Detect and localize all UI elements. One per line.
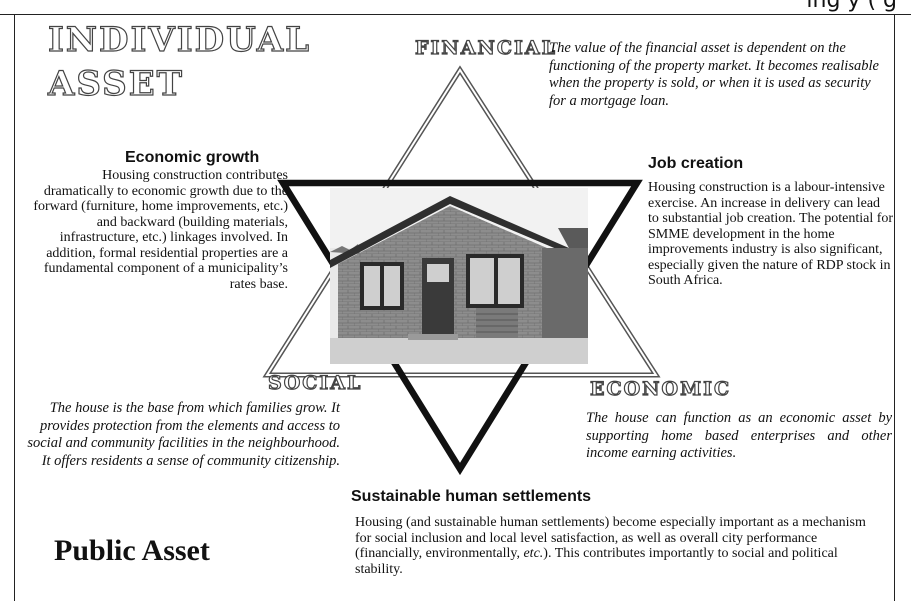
sustainable-settlements-heading: Sustainable human settlements <box>351 488 592 505</box>
right-frame-line <box>894 14 895 601</box>
individual-asset-title: INDIVIDUAL ASSET <box>47 18 312 106</box>
individual-asset-line-2: ASSET <box>47 63 184 104</box>
economic-growth-description: Housing construction contributes dramati… <box>33 168 288 292</box>
financial-description: The value of the financial asset is depe… <box>549 40 879 109</box>
financial-label: FINANCIAL <box>414 36 557 59</box>
economic-description: The house can function as an economic as… <box>586 410 892 461</box>
economic-label: ECONOMIC <box>589 377 732 400</box>
left-frame-line <box>14 14 15 601</box>
settlements-text-etc: etc. <box>523 546 544 561</box>
sustainable-settlements-description: Housing (and sustainable human settlemen… <box>355 515 875 577</box>
settlements-text-part-1: Housing (and sustainable human settlemen… <box>355 515 866 561</box>
job-creation-heading: Job creation <box>648 155 744 172</box>
individual-asset-line-1: INDIVIDUAL <box>47 19 312 60</box>
social-description: The house is the base from which familie… <box>27 400 340 469</box>
job-creation-description: Housing construction is a labour-intensi… <box>648 180 894 288</box>
economic-growth-heading: Economic growth <box>125 149 260 166</box>
house-photo <box>330 188 588 364</box>
social-label: SOCIAL <box>267 371 363 394</box>
top-frame: ing y ( g <box>0 0 911 15</box>
settlements-text-part-2: ). This contributes importantly to socia… <box>355 546 838 577</box>
public-asset-title: Public Asset <box>54 534 210 567</box>
header-fragment: ing y ( g <box>806 0 897 13</box>
